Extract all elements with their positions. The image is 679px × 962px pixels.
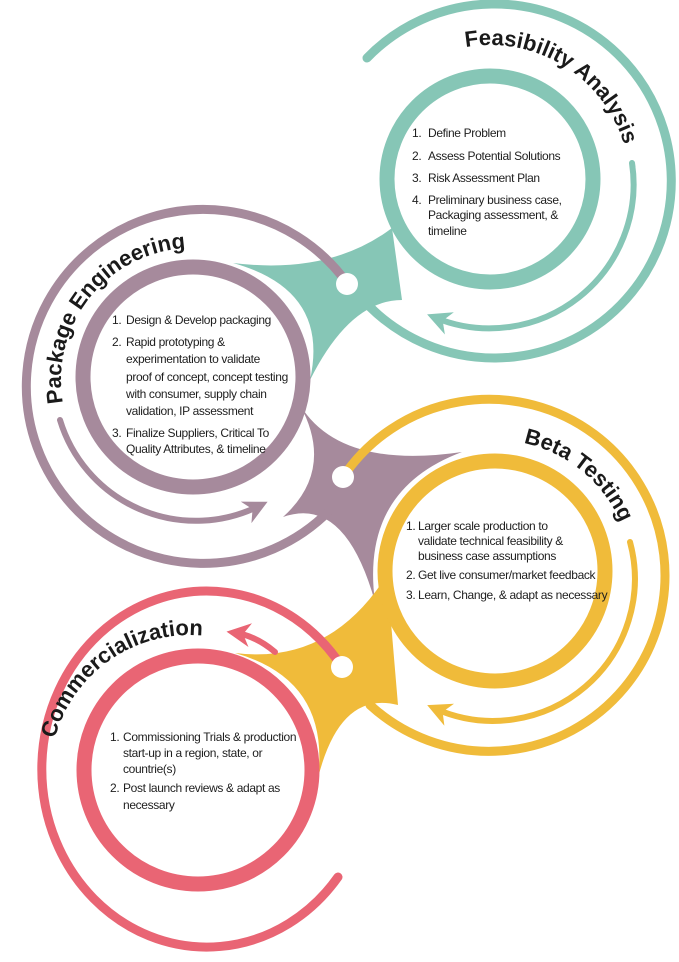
feasibility-connector bbox=[233, 228, 402, 380]
feasibility-list: 1. Define Problem 2. Assess Potential So… bbox=[412, 126, 562, 238]
list-item: start-up in a region, state, or bbox=[123, 746, 263, 760]
list-item: Risk Assessment Plan bbox=[428, 171, 540, 185]
package-ring bbox=[75, 259, 311, 495]
junction-dot bbox=[332, 466, 354, 488]
list-number: 2. bbox=[110, 781, 119, 795]
commercialization-list: 1. Commissioning Trials & production sta… bbox=[110, 730, 297, 812]
list-number: 4. bbox=[412, 193, 421, 207]
junction-dot bbox=[331, 656, 353, 678]
commercialization-arrow bbox=[226, 623, 278, 655]
list-item: validate technical feasibility & bbox=[418, 534, 563, 548]
list-item: Packaging assessment, & bbox=[428, 208, 558, 222]
list-number: 1. bbox=[112, 313, 121, 327]
commercialization-ring bbox=[76, 648, 320, 892]
feasibility-arrow bbox=[427, 160, 637, 335]
list-item: Commissioning Trials & production bbox=[123, 730, 296, 744]
list-number: 1. bbox=[406, 519, 415, 533]
junction-dot bbox=[336, 273, 358, 295]
list-item: Design & Develop packaging bbox=[126, 313, 271, 327]
beta-ring bbox=[377, 453, 613, 689]
list-number: 1. bbox=[412, 126, 421, 140]
list-number: 3. bbox=[412, 171, 421, 185]
beta-list: 1. Larger scale production to validate t… bbox=[406, 519, 608, 602]
package-outer-arc bbox=[21, 204, 352, 568]
list-number: 3. bbox=[112, 426, 121, 440]
list-item: Assess Potential Solutions bbox=[428, 149, 561, 163]
list-number: 2. bbox=[112, 335, 121, 349]
package-list: 1. Design & Develop packaging 2. Rapid p… bbox=[112, 313, 288, 456]
list-item: necessary bbox=[123, 798, 175, 812]
list-number: 2. bbox=[406, 568, 415, 582]
list-item: Post launch reviews & adapt as bbox=[123, 781, 280, 795]
package-connector bbox=[283, 405, 462, 602]
list-item: timeline bbox=[428, 224, 467, 238]
list-item: Preliminary business case, bbox=[428, 193, 562, 207]
list-number: 3. bbox=[406, 588, 415, 602]
list-item: countrie(s) bbox=[123, 762, 176, 776]
list-item: Get live consumer/market feedback bbox=[418, 568, 597, 582]
list-item: Learn, Change, & adapt as necessary bbox=[418, 588, 608, 602]
list-item: proof of concept, concept testing bbox=[126, 370, 288, 384]
list-number: 1. bbox=[110, 730, 119, 744]
list-item: Larger scale production to bbox=[418, 519, 548, 533]
feasibility-outer-arc bbox=[362, 0, 676, 363]
list-item: business case assumptions bbox=[418, 549, 556, 563]
list-item: Finalize Suppliers, Critical To bbox=[126, 426, 270, 440]
beta-outer-arc bbox=[338, 394, 670, 756]
list-item: Quality Attributes, & timeline bbox=[126, 442, 266, 456]
package-arrow bbox=[57, 417, 268, 524]
feasibility-ring bbox=[379, 68, 601, 290]
list-item: with consumer, supply chain bbox=[125, 387, 267, 401]
list-number: 2. bbox=[412, 149, 421, 163]
list-item: Rapid prototyping & bbox=[126, 335, 225, 349]
commercialization-outer-arc bbox=[37, 586, 347, 952]
beta-connector bbox=[235, 575, 398, 778]
beta-arrow bbox=[427, 539, 638, 726]
list-item: experimentation to validate bbox=[126, 352, 261, 366]
list-item: Define Problem bbox=[428, 126, 506, 140]
list-item: validation, IP assessment bbox=[126, 404, 254, 418]
